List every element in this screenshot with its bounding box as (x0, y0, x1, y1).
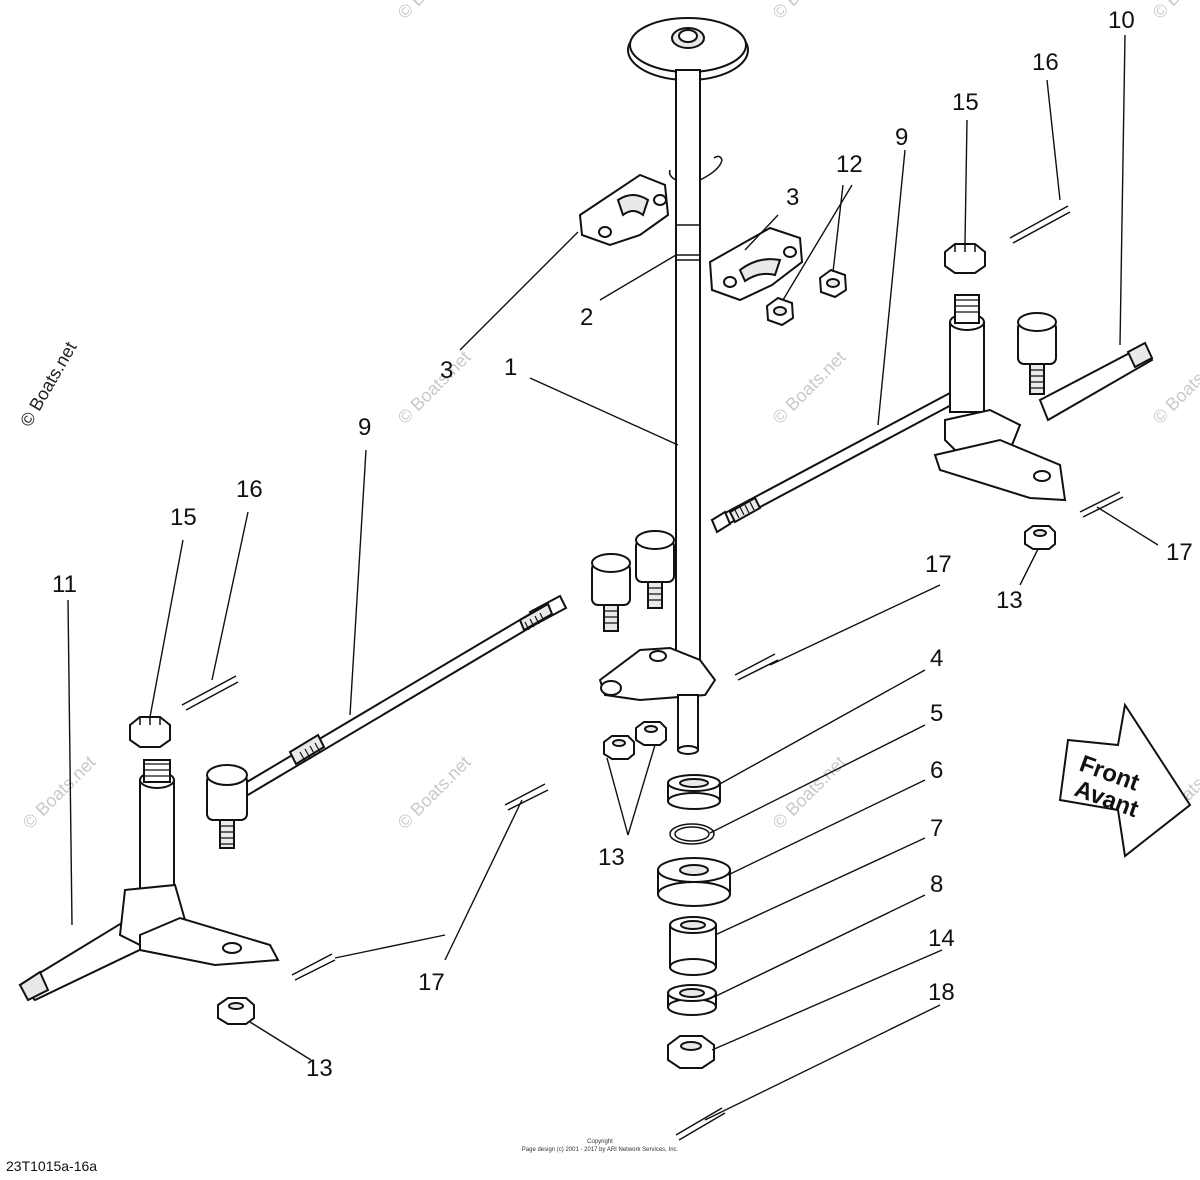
mark-18 (675, 1107, 726, 1141)
mark-17-mid (504, 783, 549, 811)
callout-4: 4 (930, 645, 943, 672)
callout-10: 10 (1108, 7, 1135, 34)
callout-15: 15 (952, 89, 979, 116)
clamp-lower (708, 226, 804, 302)
ball-joint-right-inner (635, 530, 675, 609)
callout-15: 15 (170, 504, 197, 531)
callout-13: 13 (598, 844, 625, 871)
spindle-right (933, 294, 1154, 502)
watermark: © Boats.net (394, 752, 475, 833)
castle-nut-left (129, 716, 171, 748)
leader-lines (67, 34, 1159, 1121)
callout-16: 16 (236, 476, 263, 503)
mark-17-center (734, 653, 779, 681)
clamp-upper (578, 173, 670, 247)
washer-8 (667, 984, 717, 1016)
watermarks: © Boats.net © Boats.net © Boats.net © Bo… (16, 0, 1200, 833)
callout-11: 11 (52, 571, 77, 598)
watermark: © Boats.net (394, 347, 475, 428)
callout-1: 1 (504, 354, 517, 381)
cotter-pin-16-left (181, 675, 239, 711)
copyright-notice: Copyright Page design (c) 2001 - 2017 by… (500, 1138, 700, 1154)
lock-nut-14 (667, 1035, 715, 1069)
callout-6: 6 (930, 757, 943, 784)
mark-17-bottom (291, 953, 336, 981)
watermark: © Boats.net (769, 752, 850, 833)
front-direction-arrow: Front Avant (1058, 702, 1192, 858)
callout-8: 8 (930, 871, 943, 898)
spacer-6 (657, 857, 731, 907)
nut-13-center-a (603, 735, 635, 760)
callout-12: 12 (836, 151, 863, 178)
diagram-code: 23T1015a-16a (6, 1158, 98, 1174)
bearing-4 (667, 774, 721, 810)
watermark: © Boats.net (1149, 0, 1200, 23)
watermark: © Boats.net (1149, 347, 1200, 428)
callout-17: 17 (925, 551, 952, 578)
retaining-ring-5 (669, 823, 715, 845)
nut-13-left-bottom (217, 997, 255, 1025)
callout-2: 2 (580, 304, 593, 331)
ball-joint-left-inner (591, 553, 631, 632)
callout-17: 17 (418, 969, 445, 996)
tie-rod-left (223, 594, 568, 807)
callouts: 1 2 3 3 12 9 9 15 15 16 16 10 11 17 17 1… (52, 7, 1193, 1082)
watermark: © Boats.net (394, 0, 475, 23)
copyright-text: Page design (c) 2001 - 2017 by ARI Netwo… (521, 1147, 679, 1153)
callout-14: 14 (928, 925, 955, 952)
nut-13-center-b (635, 721, 667, 746)
cotter-pin-16-right (1009, 205, 1071, 244)
callout-13: 13 (306, 1055, 333, 1082)
watermark: © Boats.net (19, 752, 100, 833)
nut-12a (765, 296, 795, 327)
callout-7: 7 (930, 815, 943, 842)
steering-column (627, 17, 749, 686)
callout-16: 16 (1032, 49, 1059, 76)
pitman-arm (598, 646, 717, 755)
callout-13: 13 (996, 587, 1023, 614)
ball-joint-right-outer (1017, 312, 1057, 395)
ball-joint-left-outer (206, 764, 248, 849)
copyright-title: Copyright (587, 1139, 613, 1145)
watermark: © Boats.net (769, 347, 850, 428)
bushing-7 (669, 916, 717, 976)
nut-13-right (1024, 525, 1056, 550)
callout-3: 3 (786, 184, 799, 211)
nut-12b (818, 268, 848, 299)
watermark-main: © Boats.net (16, 338, 80, 430)
mark-17-right (1079, 491, 1124, 518)
callout-5: 5 (930, 700, 943, 727)
callout-9: 9 (358, 414, 371, 441)
callout-17: 17 (1166, 539, 1193, 566)
spindle-left (18, 759, 280, 1002)
callout-3: 3 (440, 357, 453, 384)
castle-nut-right (944, 243, 986, 274)
callout-18: 18 (928, 979, 955, 1006)
tie-rod-right (710, 383, 972, 534)
watermark: © Boats.net (769, 0, 850, 23)
callout-9: 9 (895, 124, 908, 151)
